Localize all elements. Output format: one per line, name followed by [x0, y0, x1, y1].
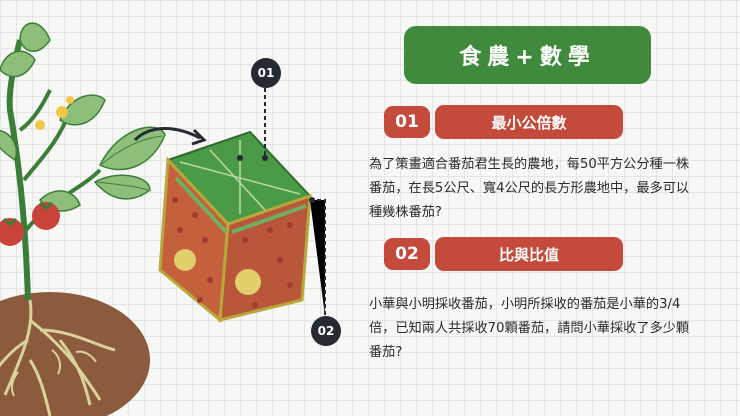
callout-badge-02: 02	[311, 316, 341, 346]
arrow-icon	[133, 127, 201, 142]
soil-roots-icon	[0, 292, 150, 416]
section-text-02: 小華與小明採收番茄，小明所採收的番茄是小華的3/4倍，已知兩人共採收70顆番茄，…	[369, 297, 690, 360]
section-label-01: 最小公倍數	[435, 105, 623, 139]
plant-illustration	[0, 22, 326, 416]
section-text-01: 為了策畫適合番茄君生長的農地，每50平方公分種一株番茄，在長5公尺、寬4公尺的長…	[369, 157, 690, 220]
tomato-cube-icon	[158, 130, 312, 323]
section-number-01: 01	[384, 106, 430, 138]
tomato-icon	[0, 201, 60, 246]
section-label-02: 比與比值	[435, 237, 623, 271]
flower-icon	[35, 96, 74, 130]
section-number-02: 02	[384, 238, 430, 270]
callout-badge-01: 01	[251, 58, 281, 88]
page-title: 食農+數學	[404, 26, 651, 84]
